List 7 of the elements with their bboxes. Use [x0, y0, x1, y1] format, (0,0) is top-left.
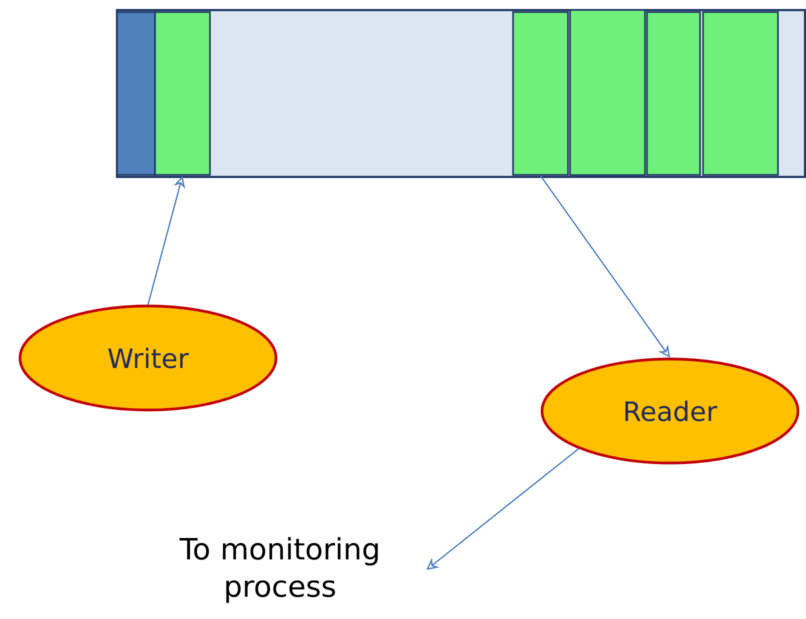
buffer-cell: [646, 11, 701, 176]
buffer-cell: [154, 11, 211, 176]
buffer-cell: [702, 11, 779, 176]
destination-label: To monitoring process: [180, 537, 378, 603]
buffer-cell: [512, 11, 569, 176]
buffer-cell: [116, 11, 156, 176]
buffer-cell: [569, 9, 646, 176]
